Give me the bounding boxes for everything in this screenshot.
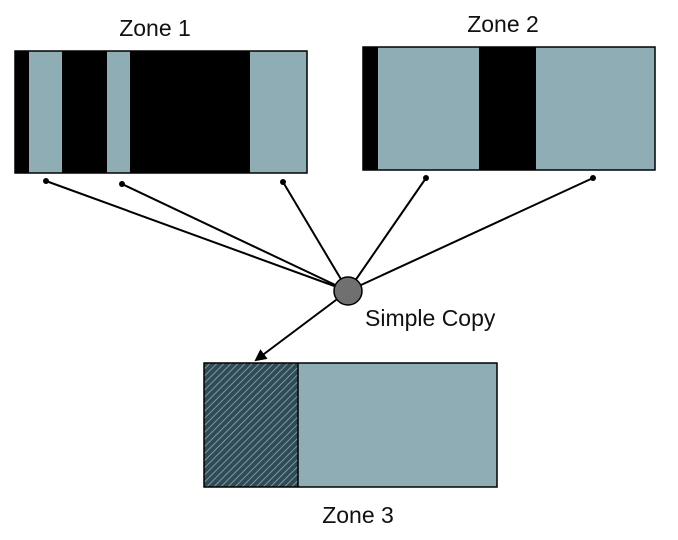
zone-3: Zone 3: [203, 362, 498, 528]
zone-1-filled-segment: [62, 51, 107, 173]
zone-3-label: Zone 3: [322, 502, 394, 528]
zone-1-label: Zone 1: [119, 15, 191, 41]
zone-2-label: Zone 2: [467, 11, 539, 37]
zone-3-copied-segment: [204, 363, 298, 487]
simple-copy-circle: [333, 276, 363, 306]
connector-line: [347, 177, 594, 292]
copy-arrow: [254, 290, 349, 362]
connector-line: [121, 183, 349, 292]
source-connectors: [43, 175, 596, 292]
connector-dot: [423, 175, 429, 181]
connector-dot: [119, 181, 125, 187]
connector-dot: [280, 179, 286, 185]
zone-1: Zone 1: [14, 15, 308, 174]
zone-2-outline: [362, 46, 656, 171]
connector-line: [347, 177, 427, 292]
zone-1-filled-segment: [15, 51, 29, 173]
connector-dot: [590, 175, 596, 181]
zone-1-outline: [14, 50, 308, 174]
zone-2-filled-segment: [479, 47, 536, 170]
zone-2-filled-segment: [363, 47, 378, 170]
zone-3-outline: [203, 362, 498, 488]
simple-copy-label: Simple Copy: [365, 305, 496, 331]
zone-1-filled-segment: [130, 51, 250, 173]
connector-dot: [43, 178, 49, 184]
simple-copy-node: Simple Copy: [333, 276, 496, 331]
connector-line: [282, 181, 349, 292]
zone-2: Zone 2: [362, 11, 656, 171]
connector-line: [45, 180, 349, 292]
